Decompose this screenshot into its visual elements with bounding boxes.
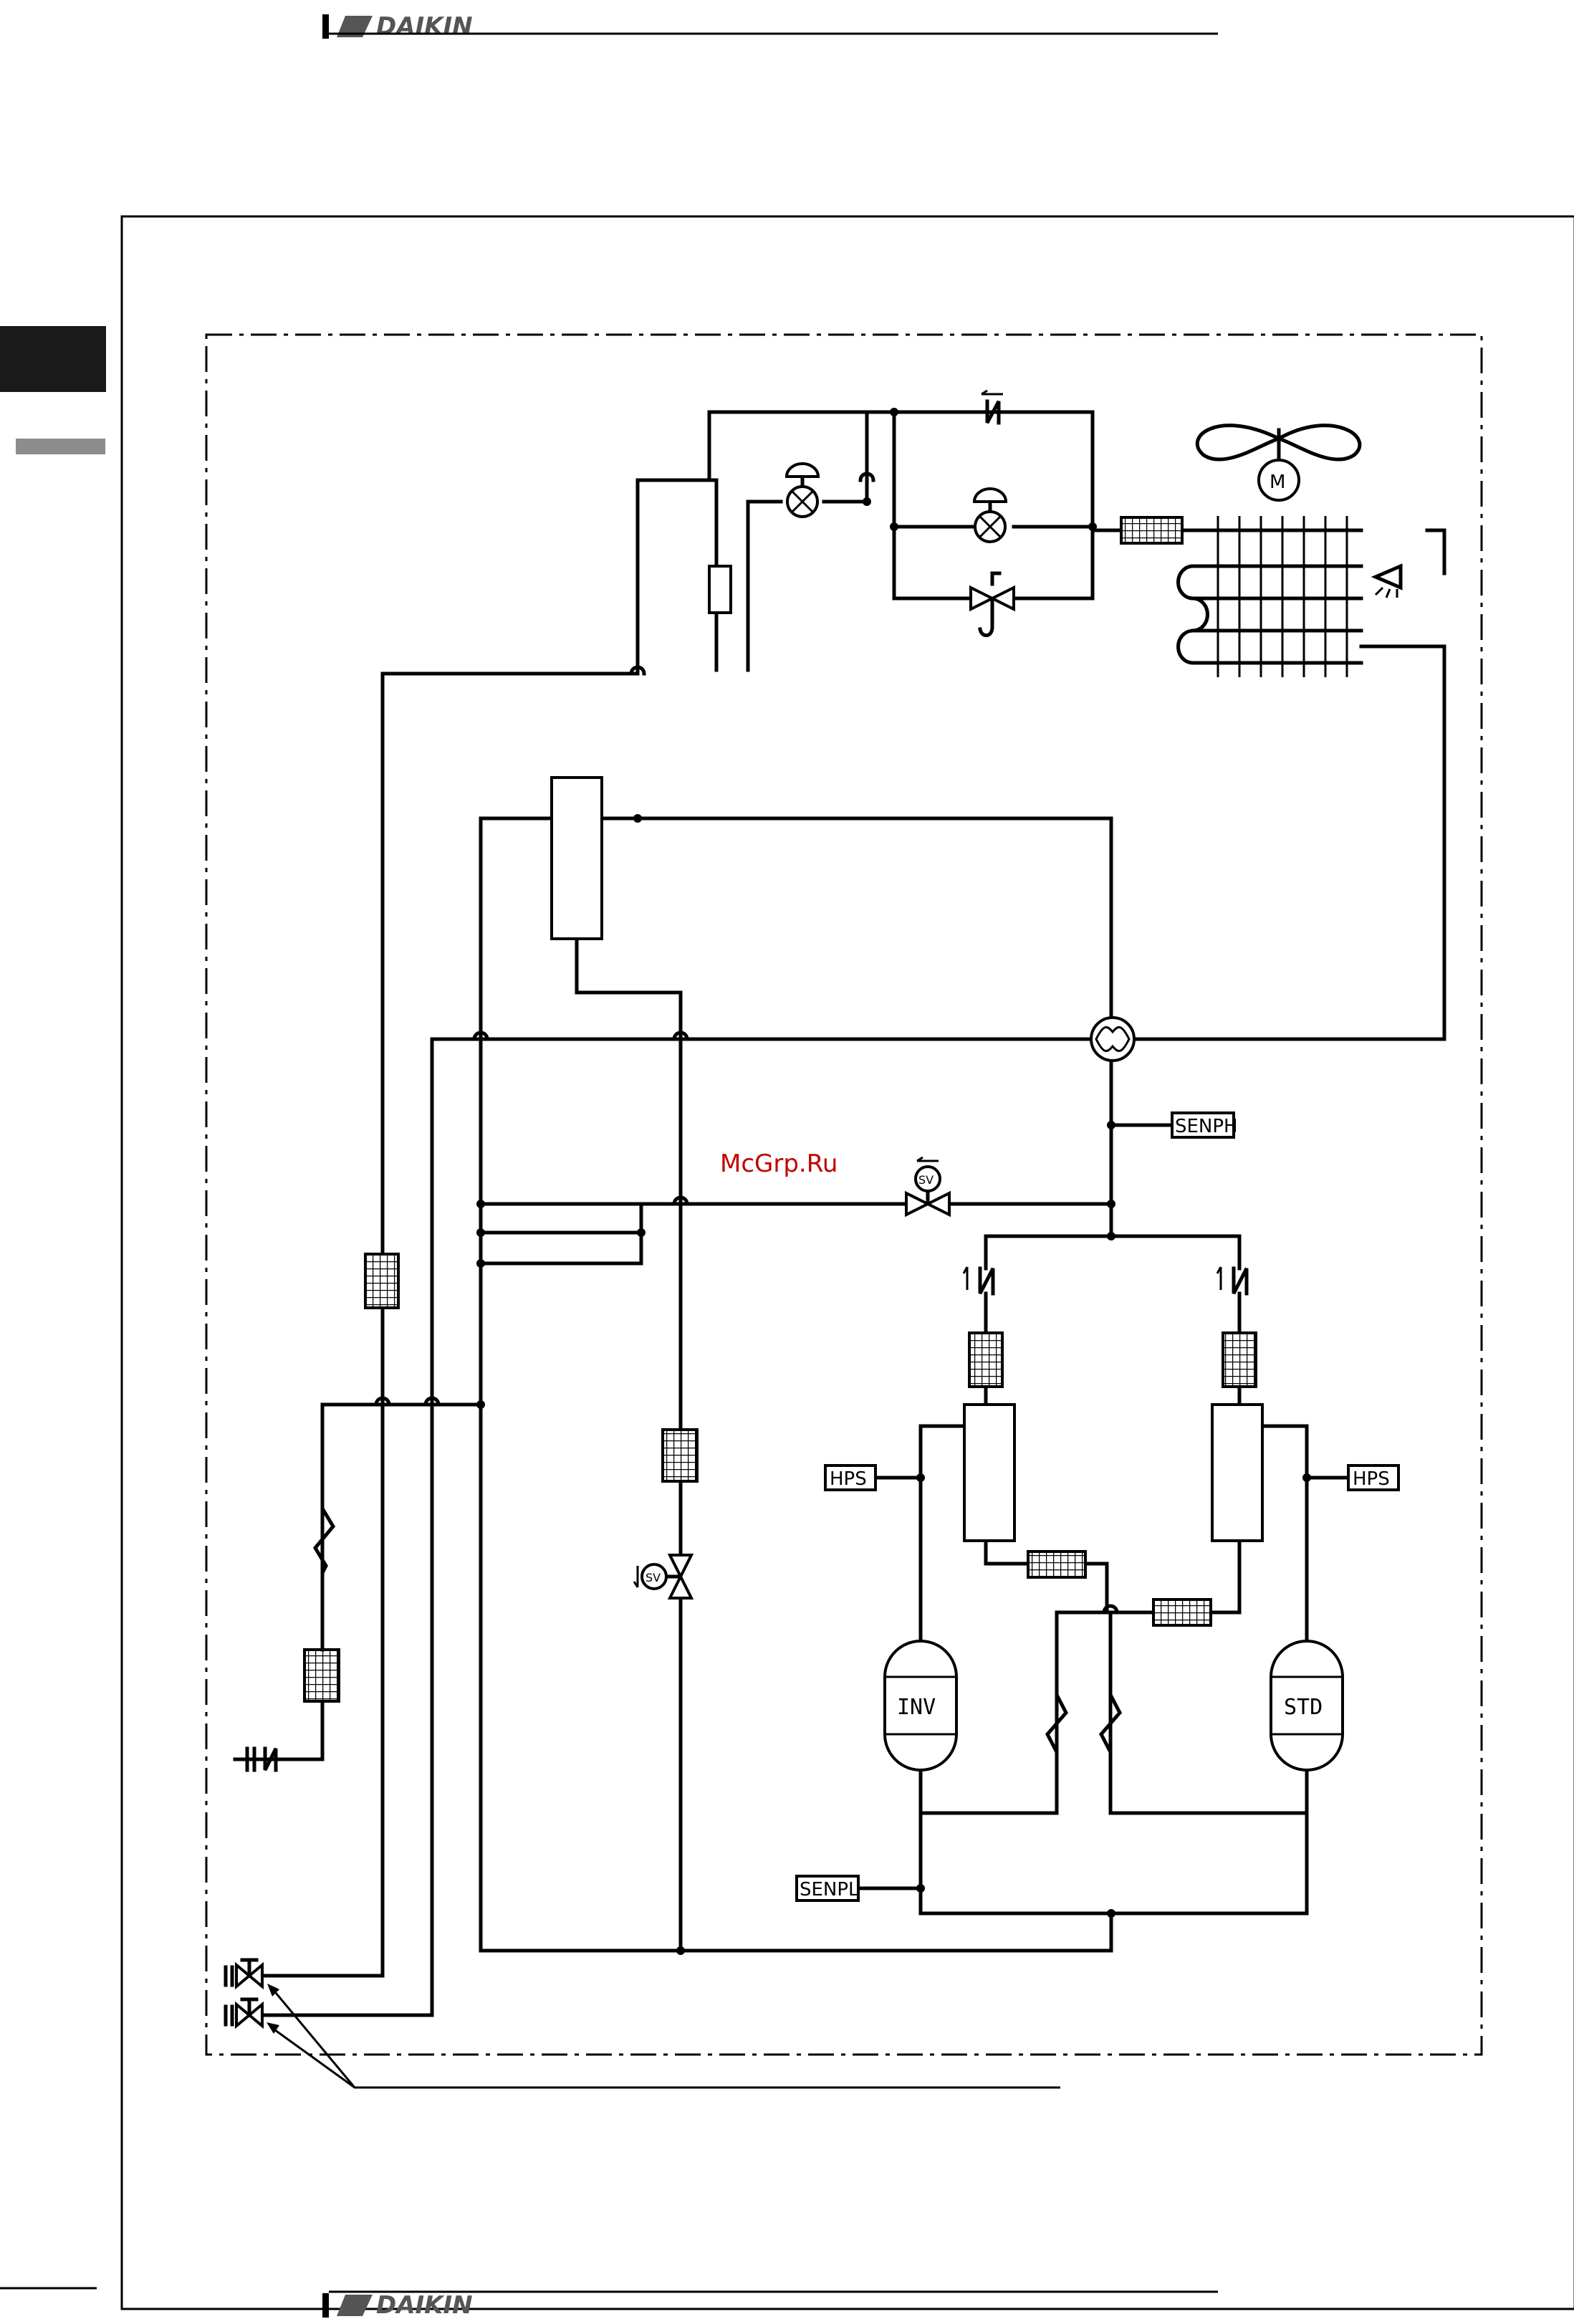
pressure-relief-valve <box>971 573 1014 636</box>
outdoor-heat-exchanger-coil <box>1179 516 1444 677</box>
section-tab-gray <box>16 439 105 454</box>
header-brand-text: DAIKIN <box>376 12 473 41</box>
stop-valve-liquid <box>226 1960 262 1986</box>
check-valve-top <box>982 391 1003 423</box>
unit-boundary <box>206 335 1482 2055</box>
footer-logo: DAIKIN <box>0 2288 1218 2320</box>
fan-motor: M <box>1197 426 1360 500</box>
hps-right-switch: HPS <box>1348 1465 1398 1490</box>
piping <box>249 412 1444 2015</box>
senph-label: SENPH <box>1175 1116 1238 1137</box>
compressor-inv: INV <box>885 1641 956 1770</box>
oil-separator-vessel <box>552 778 602 939</box>
solenoid-valve-lower: SV <box>634 1555 691 1598</box>
watermark-text: McGrp.Ru <box>720 1149 838 1178</box>
senpl-sensor: SENPL <box>797 1876 859 1900</box>
subcooling-heat-exchanger <box>709 566 731 613</box>
check-valve-inv-discharge <box>964 1267 993 1293</box>
stop-valve-gas <box>226 1999 262 2026</box>
filter-condenser-inlet <box>1121 517 1182 543</box>
check-valve-std-discharge <box>1217 1267 1247 1293</box>
senpl-label: SENPL <box>800 1879 859 1900</box>
footer-brand-text: DAIKIN <box>376 2291 473 2320</box>
hps-left-label: HPS <box>830 1468 867 1490</box>
filter-oil-std <box>1153 1599 1211 1625</box>
filter-liquid-line <box>365 1254 398 1308</box>
solenoid-valve-upper: SV <box>906 1157 949 1215</box>
compressor-std-label: STD <box>1284 1695 1323 1720</box>
hps-right-label: HPS <box>1353 1468 1390 1490</box>
compressor-std: STD <box>1271 1641 1343 1770</box>
expansion-valve-main <box>787 464 818 517</box>
callout-leader <box>267 1984 1060 2088</box>
four-way-valve <box>1091 1018 1134 1061</box>
service-port <box>235 1749 322 1770</box>
motor-label: M <box>1270 472 1285 493</box>
section-tab-dark <box>0 326 106 392</box>
compressor-inv-label: INV <box>897 1695 936 1720</box>
header-logo: DAIKIN <box>322 12 1218 41</box>
filter-service-line <box>304 1650 339 1701</box>
oil-separator-std <box>1212 1405 1262 1541</box>
expansion-valve-secondary <box>974 489 1006 542</box>
senph-sensor: SENPH <box>1172 1113 1238 1137</box>
filter-bypass-line <box>663 1430 697 1481</box>
filter-oil-inv <box>1028 1551 1085 1577</box>
oil-separator-inv <box>964 1405 1014 1541</box>
filter-inv-discharge <box>969 1333 1002 1387</box>
filter-std-discharge <box>1223 1333 1256 1387</box>
sv-upper-label: SV <box>918 1173 934 1187</box>
sv-lower-label: SV <box>646 1571 661 1584</box>
hps-left-switch: HPS <box>825 1465 875 1490</box>
